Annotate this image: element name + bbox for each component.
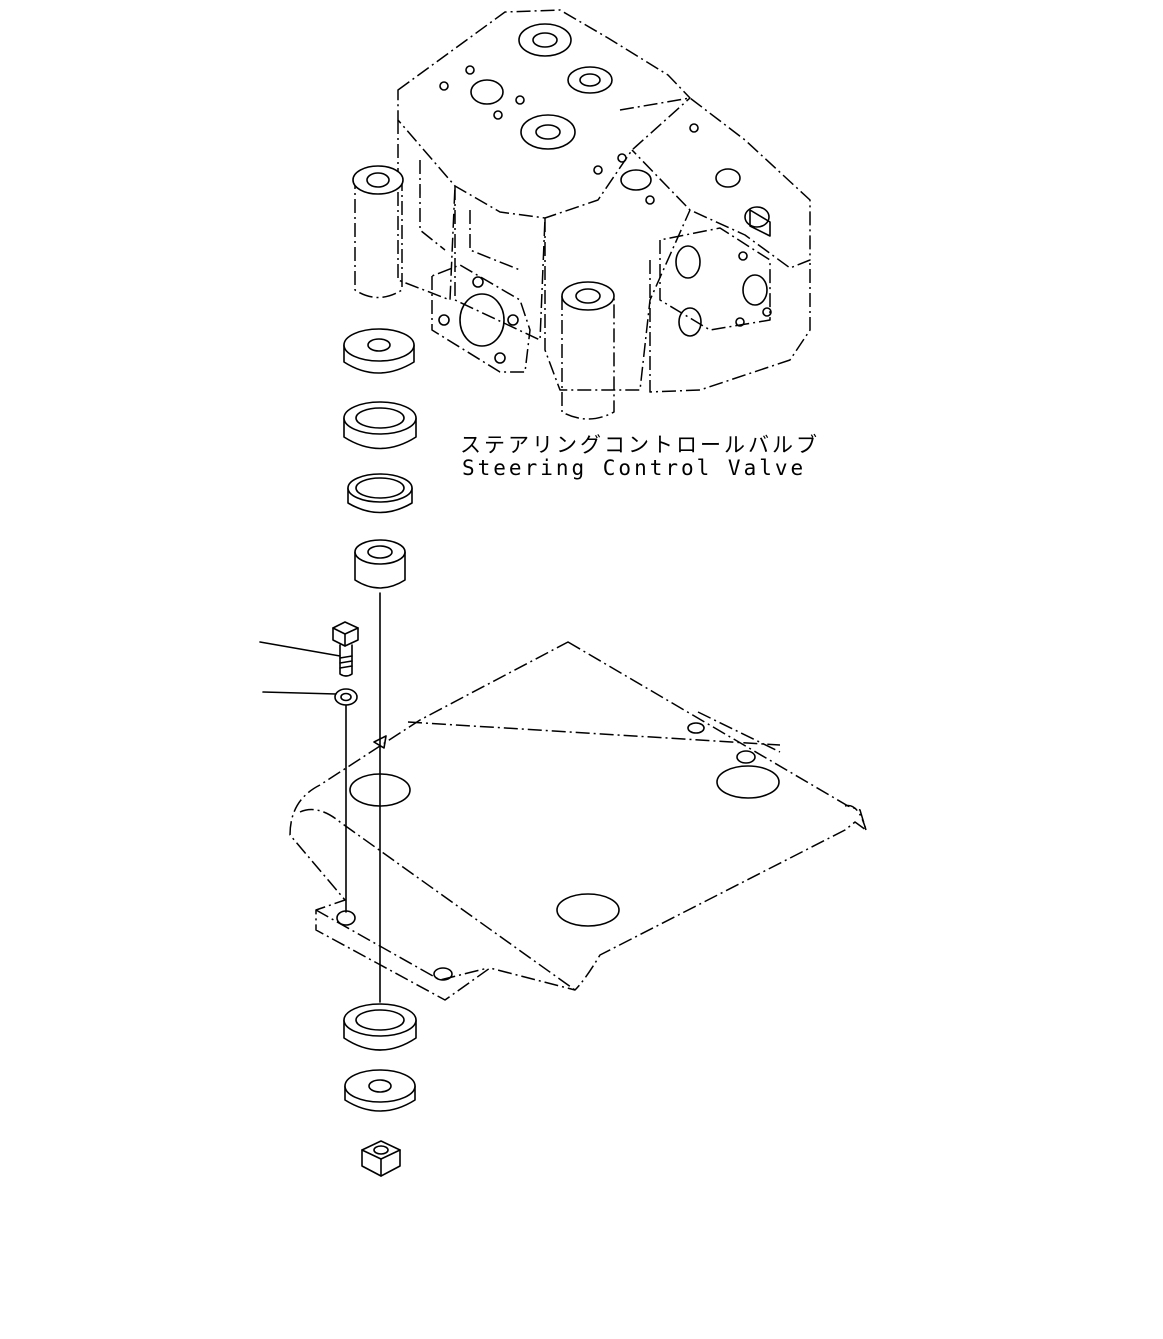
rubber-washer-lower <box>344 1069 416 1112</box>
hex-bolt <box>332 621 359 677</box>
spring-washer <box>334 688 358 706</box>
rubber-cushion-lower <box>343 1003 417 1051</box>
spacer-sleeve <box>354 539 406 589</box>
hex-nut <box>361 1140 401 1177</box>
collar-ring <box>347 473 413 514</box>
mounting-bracket <box>289 641 867 1001</box>
leader-line-bolt <box>259 641 341 657</box>
valve-label-english: Steering Control Valve <box>462 456 807 480</box>
valve-label-japanese: ステアリングコントロールバルブ <box>460 433 820 457</box>
rubber-washer-upper <box>343 328 415 374</box>
leader-line-washer <box>262 691 337 695</box>
steering-control-valve-body <box>352 9 811 420</box>
rubber-cushion-upper <box>343 401 417 450</box>
